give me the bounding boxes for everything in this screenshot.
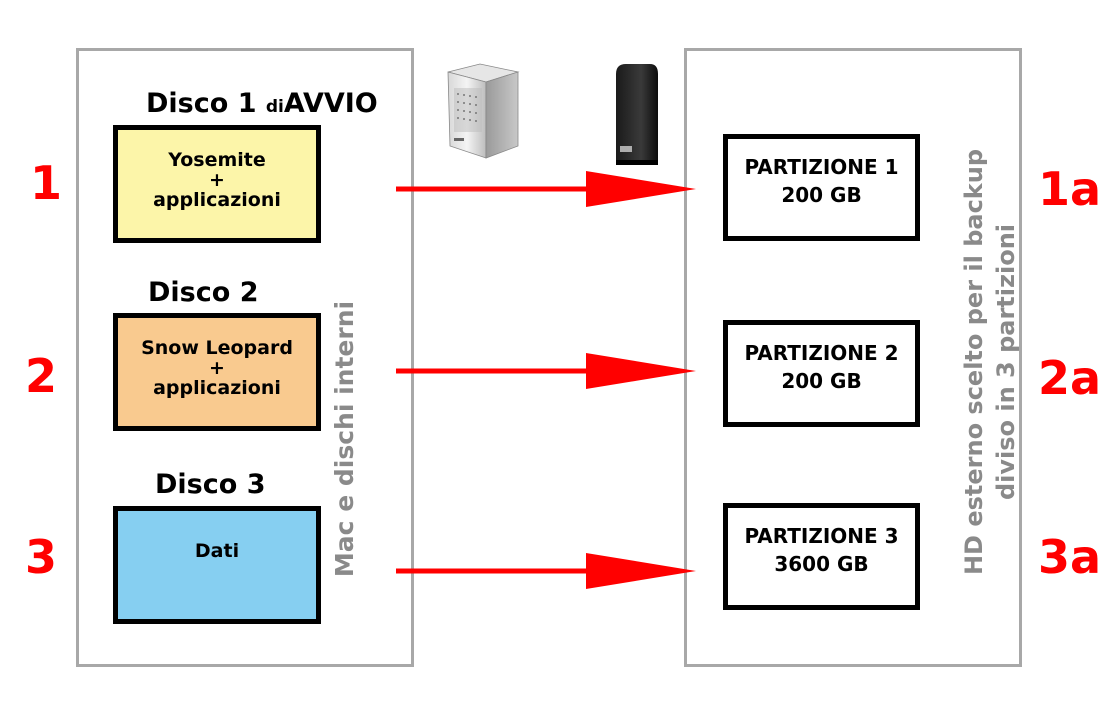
right-number-2a: 2a [1038, 351, 1102, 405]
arrow-3 [396, 553, 696, 589]
partition-1-box: PARTIZIONE 1 200 GB [723, 134, 920, 241]
partition-3-box: PARTIZIONE 3 3600 GB [723, 503, 920, 610]
disk-2-line3: applicazioni [153, 377, 281, 399]
disk-2-box: Snow Leopard + applicazioni [113, 313, 321, 431]
partition-2-name: PARTIZIONE 2 [744, 341, 899, 365]
partition-2-box: PARTIZIONE 2 200 GB [723, 320, 920, 427]
partition-3-size: 3600 GB [774, 552, 869, 576]
partition-1-name: PARTIZIONE 1 [744, 155, 899, 179]
disk-1-box: Yosemite + applicazioni [113, 125, 321, 243]
disk-1-line1: Yosemite [168, 149, 266, 171]
arrow-2 [396, 353, 696, 389]
disk-1-title: Disco 1 diAVVIO [146, 88, 378, 119]
disk-1-title-suffix: AVVIO [283, 88, 378, 119]
mac-pro-tower-icon [447, 63, 520, 159]
disk-2-title: Disco 2 [148, 277, 258, 308]
partition-1-size: 200 GB [781, 183, 862, 207]
left-number-3: 3 [25, 530, 58, 584]
disk-3-title-main: Disco 3 [155, 469, 266, 500]
partition-2-size: 200 GB [781, 369, 862, 393]
external-hard-drive-icon [616, 64, 658, 165]
disk-1-line3: applicazioni [153, 189, 281, 211]
disk-3-title: Disco 3 [155, 469, 265, 500]
arrow-1 [396, 171, 696, 207]
disk-1-line2: + [209, 169, 225, 191]
left-number-2: 2 [25, 349, 58, 403]
right-number-3a: 3a [1038, 530, 1102, 584]
disk-1-title-small: di [265, 97, 284, 117]
disk-2-line2: + [209, 357, 225, 379]
disk-3-box: Dati [113, 506, 321, 624]
partition-3-name: PARTIZIONE 3 [744, 524, 899, 548]
disk-2-line1: Snow Leopard [141, 337, 293, 359]
left-number-1: 1 [30, 156, 63, 210]
disk-3-line1: Dati [194, 540, 240, 562]
right-number-1a: 1a [1038, 162, 1102, 216]
disk-1-title-main: Disco 1 [146, 88, 257, 119]
disk-2-title-main: Disco 2 [148, 277, 259, 308]
